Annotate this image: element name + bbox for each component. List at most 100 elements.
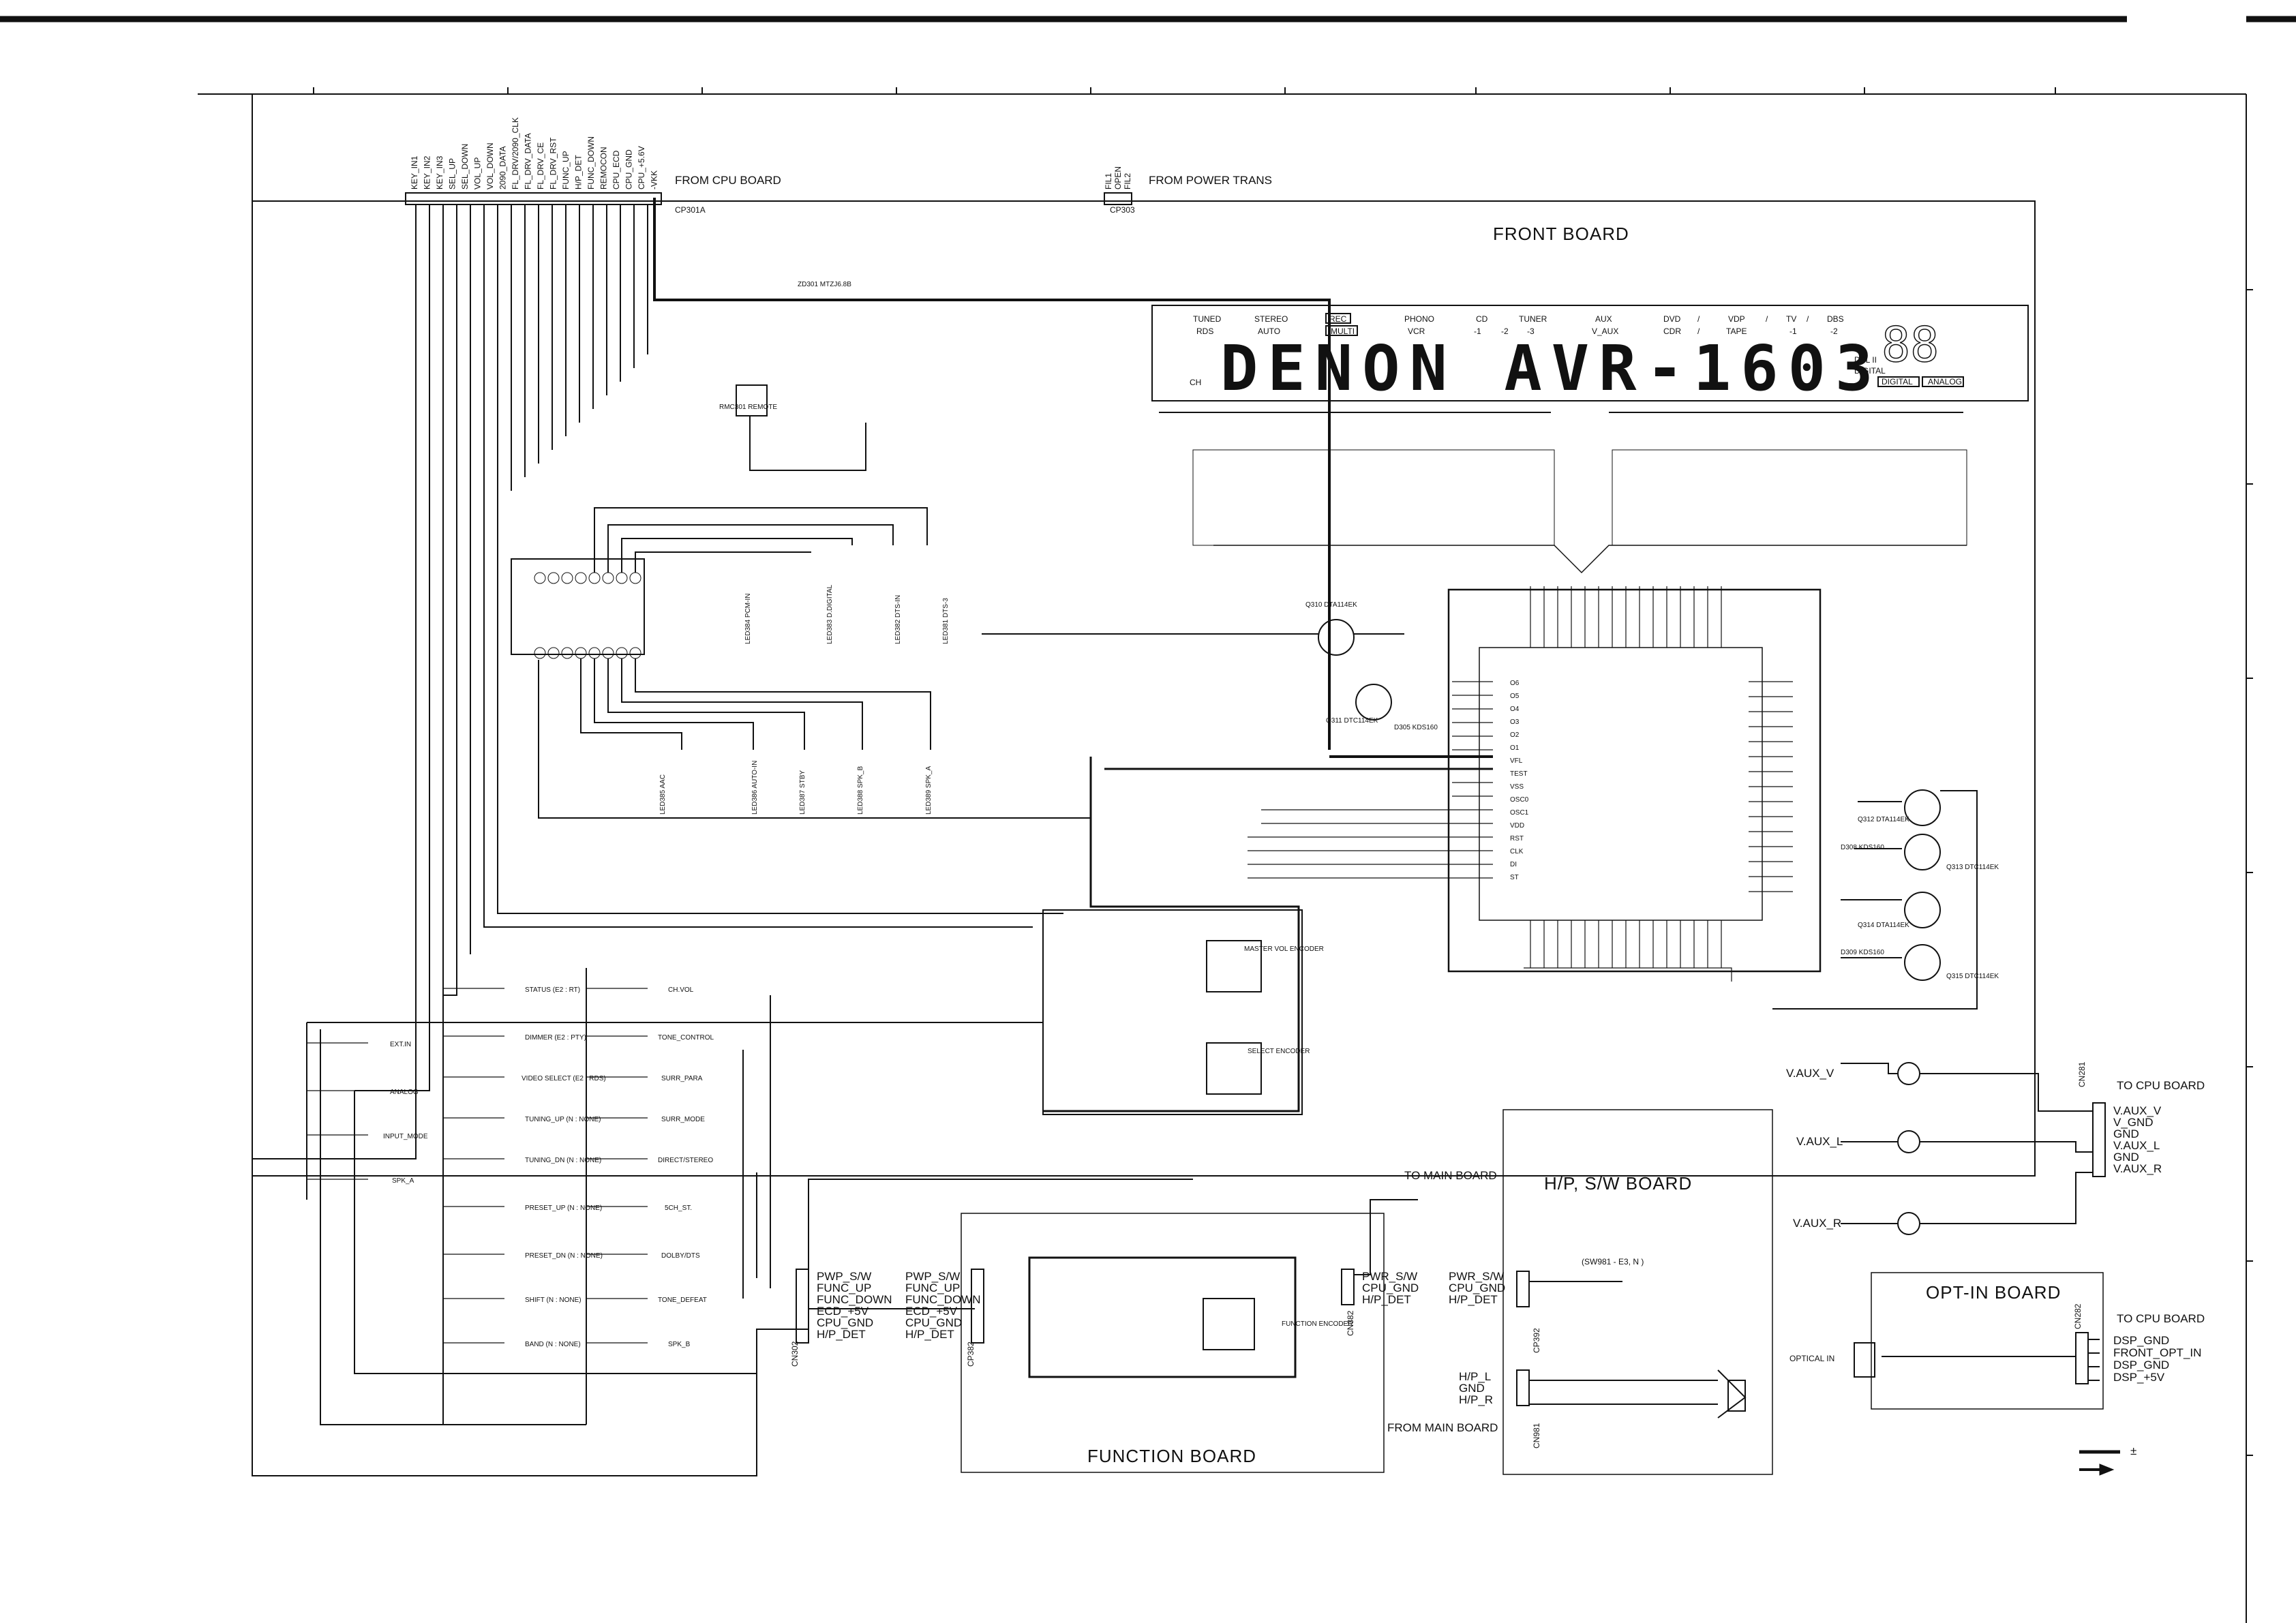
component-label: Q311 DTC114EK [1326,717,1378,725]
hp-bottom-pin: H/P_R [1459,1393,1493,1406]
switch-label: TONE_DEFEAT [658,1296,707,1304]
vfd-indicator: -1 [1474,327,1481,336]
cp382-pin: CPU_GND [905,1316,962,1329]
switch-label: INPUT_MODE [383,1133,428,1140]
encoder-labels: MASTER VOL ENCODER SELECT ENCODER FUNCTION… [1244,945,1353,1328]
led-label: LED385 AAC [659,774,667,815]
vfd-seven-seg: 88 [1882,317,1939,373]
cn282-pin: DSP_GND [2113,1334,2169,1347]
cp382-pin: FUNC_UP [905,1281,960,1294]
function-board-label: FUNCTION BOARD [1087,1446,1256,1466]
cpu-pin-label: KEY_IN2 [423,155,432,189]
cn282-pin: DSP_+5V [2113,1371,2165,1384]
ic-pin-label: OSC0 [1510,796,1529,804]
led-label: LED383 D.DIGITAL [826,584,834,644]
sw981-label: (SW981 - E3, N ) [1582,1257,1644,1266]
hp-top-pin: PWR_S/W [1449,1270,1504,1283]
cn382-pin: CPU_GND [1362,1281,1419,1294]
ic-pin-label: O3 [1510,718,1520,726]
component-label: Q310 DTA114EK [1305,601,1357,609]
cpu-pin-label: FL_DRV/2090_CLK [511,117,520,189]
cn981-label: CN981 [1532,1423,1541,1448]
cn302-pin-labels: PWP_S/WFUNC_UPFUNC_DOWNECD_+5VCPU_GNDH/P… [817,1270,892,1341]
cn282-pin: FRONT_OPT_IN [2113,1346,2201,1359]
vfd-main-text: DENON AVR-1603 [1220,332,1882,405]
switch-label: SHIFT (N : NONE) [525,1296,581,1304]
front-board-label: FRONT BOARD [1493,224,1629,244]
power-pin-label: OPEN [1113,166,1123,189]
component-label: D309 KDS160 [1841,949,1884,956]
vfd-indicator: TV [1786,314,1796,324]
led-label: LED389 SPK_A [925,766,933,815]
cn382-label: CN382 [1346,1310,1355,1336]
vfd-indicator: MULTI [1331,327,1355,336]
vfd-indicator: RDS [1196,327,1213,336]
switch-label: SURR_PARA [661,1075,703,1082]
hp-top-pin: CPU_GND [1449,1281,1505,1294]
vfd-indicator: CD [1476,314,1488,324]
vfd-indicator: PHONO [1404,314,1434,324]
encoder-label: SELECT ENCODER [1248,1048,1310,1055]
vfd-indicator: / [1807,314,1809,324]
power-pin-label: FIL1 [1104,173,1113,189]
switch-label: TONE_CONTROL [658,1034,714,1042]
cpu-pin-label: FUNC_DOWN [586,136,596,189]
switch-label: ANALOG [390,1089,419,1096]
cn302-pin: CPU_GND [817,1316,873,1329]
cn281-pin: V.AUX_V [2113,1104,2162,1117]
switch-label: BAND (N : NONE) [525,1341,581,1348]
component-label: D305 KDS160 [1394,724,1438,731]
from-main-label: FROM MAIN BOARD [1387,1421,1498,1434]
cn282-pin: DSP_GND [2113,1359,2169,1371]
vfd-indicator: DBS [1827,314,1844,324]
switch-label: PRESET_DN (N : NONE) [525,1252,603,1260]
vfd-indicator: STEREO [1254,314,1288,324]
vfd-indicator: VDP [1728,314,1745,324]
switch-label: DIRECT/STEREO [658,1157,713,1164]
vfd-analog: ANALOG [1928,377,1962,386]
ic-pin-label: O5 [1510,693,1520,700]
cn281-pin: GND [2113,1151,2139,1164]
cpu-pin-label: KEY_IN1 [410,155,419,189]
cn281-pin: V_GND [2113,1116,2154,1129]
led-label: LED388 SPK_B [857,766,864,815]
ic-pin-label: CLK [1510,848,1524,855]
switch-label: EXT.IN [390,1041,411,1048]
encoder-label: FUNCTION ENCODER [1282,1320,1353,1328]
cpu-pin-label: CPU_+5.6V [637,146,646,189]
cp303-label: CP303 [1110,205,1135,215]
cn302-pin: FUNC_DOWN [817,1293,892,1306]
cpu-pin-label: SEL_DOWN [460,144,470,189]
vaux-input-labels: V.AUX_VV.AUX_LV.AUX_R [1786,1067,1843,1230]
ic-pin-label: O6 [1510,680,1520,687]
vfd-indicator: REC [1329,314,1347,324]
vfd-indicator: -1 [1789,327,1797,336]
ic-pin-label: VSS [1510,783,1524,791]
switch-label: SPK_A [392,1177,414,1185]
ic-pin-label: TEST [1510,770,1528,778]
switch-label: SURR_MODE [661,1116,705,1123]
vfd-indicator: / [1697,314,1700,324]
switch-label: TUNING_UP (N : NONE) [525,1116,601,1123]
vfd-ch-label: CH [1190,378,1201,387]
cpu-pin-label: FUNC_UP [561,151,571,189]
ic-pin-label: O1 [1510,744,1520,752]
cpu-pin-label: VOL_UP [473,157,483,189]
cn382-pin: PWR_S/W [1362,1270,1417,1283]
hp-sw-board-label: H/P, S/W BOARD [1544,1173,1692,1194]
ic-pin-label: RST [1510,835,1524,843]
ic-pin-label: DI [1510,861,1517,868]
cpu-pin-label: 2090_DATA [498,146,508,189]
switch-label: DOLBY/DTS [661,1252,700,1260]
encoder-label: MASTER VOL ENCODER [1244,945,1324,953]
cp392-label: CP392 [1532,1328,1541,1353]
vaux-input: V.AUX_L [1796,1135,1843,1148]
cpu-pin-label: FL_DRV_RST [549,137,558,189]
switch-label: VIDEO SELECT (E2 : RDS) [522,1075,606,1082]
vfd-indicator: TAPE [1726,327,1747,336]
cp382-pin: ECD_+5V [905,1305,958,1318]
